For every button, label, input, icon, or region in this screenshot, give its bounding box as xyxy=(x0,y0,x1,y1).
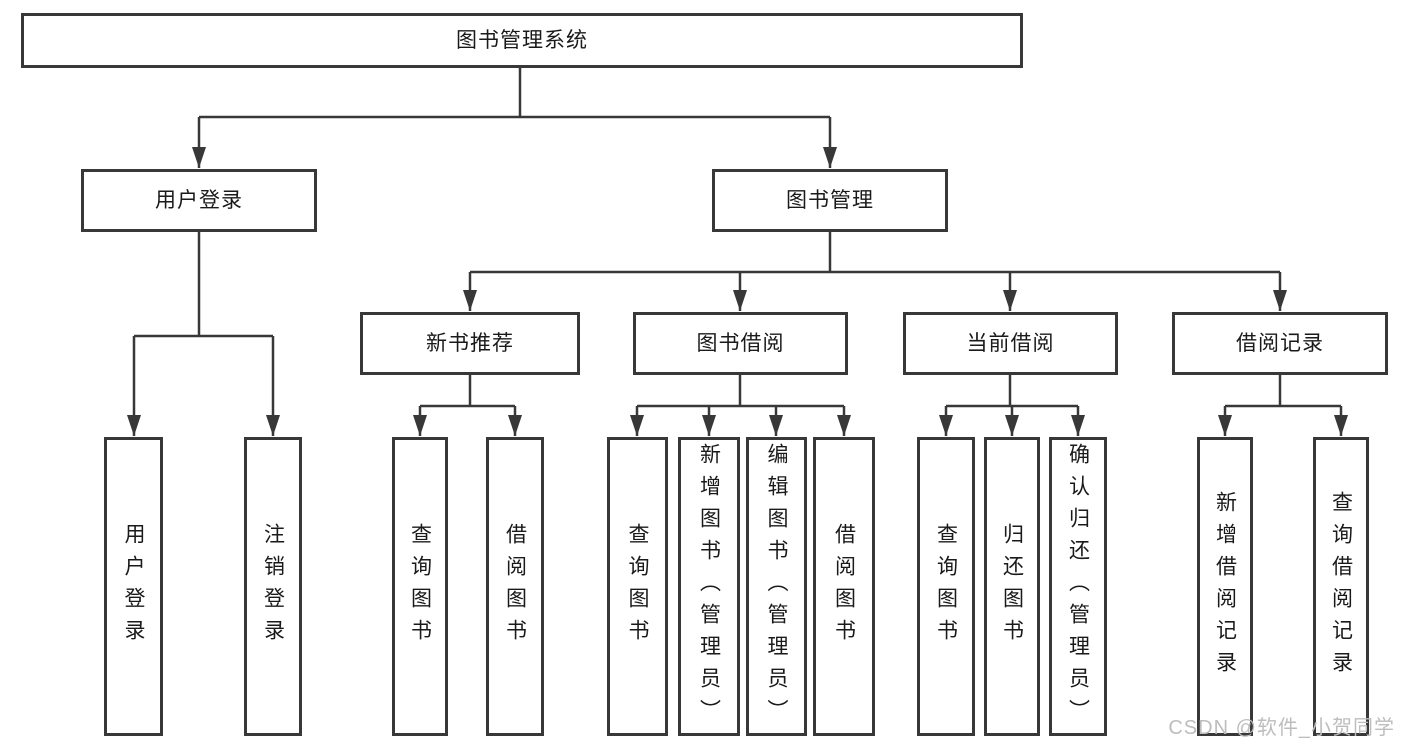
node-new-book-recommend: 新书推荐 xyxy=(360,312,580,375)
leaf-add-borrow-record: 新增借阅记录 xyxy=(1197,437,1253,736)
leaf-confirm-return-admin: 确认归还（管理员） xyxy=(1049,437,1107,736)
leaf-query-book-3: 查询图书 xyxy=(917,437,975,736)
leaf-borrow-book-2: 借阅图书 xyxy=(813,437,875,736)
node-current-borrow: 当前借阅 xyxy=(903,312,1118,375)
node-borrow-record: 借阅记录 xyxy=(1172,312,1388,375)
leaf-query-book-2: 查询图书 xyxy=(607,437,668,736)
leaf-return-book: 归还图书 xyxy=(984,437,1040,736)
node-user-login: 用户登录 xyxy=(81,169,317,232)
node-book-borrow: 图书借阅 xyxy=(633,312,848,375)
leaf-add-book-admin: 新增图书（管理员） xyxy=(678,437,740,736)
node-book-management: 图书管理 xyxy=(712,169,948,232)
leaf-logout: 注销登录 xyxy=(244,437,302,736)
leaf-query-book-1: 查询图书 xyxy=(392,437,448,736)
leaf-borrow-book-1: 借阅图书 xyxy=(486,437,544,736)
leaf-edit-book-admin: 编辑图书（管理员） xyxy=(746,437,807,736)
leaf-user-login: 用户登录 xyxy=(104,437,163,736)
leaf-query-borrow-record: 查询借阅记录 xyxy=(1313,437,1369,736)
watermark: CSDN @软件_小贺同学 xyxy=(1168,717,1395,739)
node-root-library-system: 图书管理系统 xyxy=(21,13,1023,68)
